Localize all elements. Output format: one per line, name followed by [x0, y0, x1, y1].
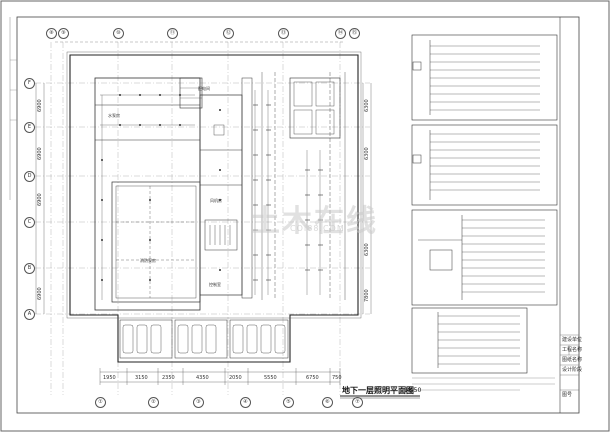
title-block — [559, 17, 579, 413]
title-block-field: 工程名称 — [562, 347, 583, 353]
grid-bubble-top: ⑮ — [349, 28, 360, 39]
dimension-label: 3150 — [135, 375, 148, 381]
grid-bubble-bottom: ③ — [193, 397, 204, 408]
title-block-field: 建设单位 — [562, 337, 583, 343]
grid-bubble-bottom: ① — [95, 397, 106, 408]
grid-bubble-top: ⑧ — [46, 28, 57, 39]
watermark-text: 土木在线 — [250, 204, 378, 239]
notes-lines — [412, 377, 555, 391]
room-label: 水泵房 — [108, 113, 120, 118]
dimension-label: 4350 — [196, 375, 209, 381]
room-label: 控制室 — [209, 282, 221, 287]
grid-bubble-left: F — [24, 78, 35, 89]
inner-border — [16, 16, 580, 414]
grid-bubble-top: ⑨ — [58, 28, 69, 39]
dimension-label: 6900 — [37, 193, 43, 206]
grid-bubble-top: ⑩ — [113, 28, 124, 39]
grid-bubble-top: ⑫ — [223, 28, 234, 39]
room-label: 消防泵房 — [140, 258, 156, 263]
dimension-label: 7800 — [364, 289, 370, 302]
grid-bubble-left: D — [24, 171, 35, 182]
dimension-label: 6900 — [37, 147, 43, 160]
floor-plan — [35, 41, 372, 395]
grid-bubble-bottom: ⑦ — [352, 397, 363, 408]
title-block-field: 图纸名称 — [562, 357, 583, 363]
panel-diagram-1 — [411, 34, 558, 121]
panel-diagram-2 — [411, 124, 558, 206]
grid-bubble-top: ⑭ — [335, 28, 346, 39]
grid-bubble-left: A — [24, 309, 35, 320]
grid-bubble-top: ⑬ — [278, 28, 289, 39]
grid-bubble-left: E — [24, 122, 35, 133]
room-label: 配电间 — [198, 86, 210, 91]
drawing-title: 地下一层照明平面图 — [342, 386, 414, 395]
title-block-field: 设计阶段 — [562, 367, 583, 373]
drawing-scale: 1:150 — [404, 387, 422, 394]
dimension-label: 2050 — [229, 375, 242, 381]
dimension-label: 2350 — [162, 375, 175, 381]
dimension-label: 6300 — [364, 147, 370, 160]
room-label: 风机房 — [210, 198, 222, 203]
watermark-subtext: COI88.COM — [290, 224, 345, 233]
grid-bubble-left: B — [24, 263, 35, 274]
dimension-label: 6900 — [37, 287, 43, 300]
grid-bubble-top: ⑪ — [167, 28, 178, 39]
grid-bubble-bottom: ④ — [240, 397, 251, 408]
grid-bubble-bottom: ② — [148, 397, 159, 408]
grid-bubble-bottom: ⑥ — [322, 397, 333, 408]
dimension-label: 5550 — [264, 375, 277, 381]
grid-bubble-left: C — [24, 217, 35, 228]
dimension-label: 6750 — [306, 375, 319, 381]
panel-diagram-3 — [411, 209, 558, 306]
dimension-label: 1950 — [103, 375, 116, 381]
panel-diagram-4 — [411, 307, 528, 374]
grid-bubble-bottom: ⑤ — [283, 397, 294, 408]
dimension-label: 6300 — [364, 243, 370, 256]
dimension-label: 6300 — [364, 99, 370, 112]
dimension-label: 750 — [332, 375, 342, 381]
title-block-field: 图号 — [562, 392, 573, 398]
dimension-label: 6900 — [37, 99, 43, 112]
